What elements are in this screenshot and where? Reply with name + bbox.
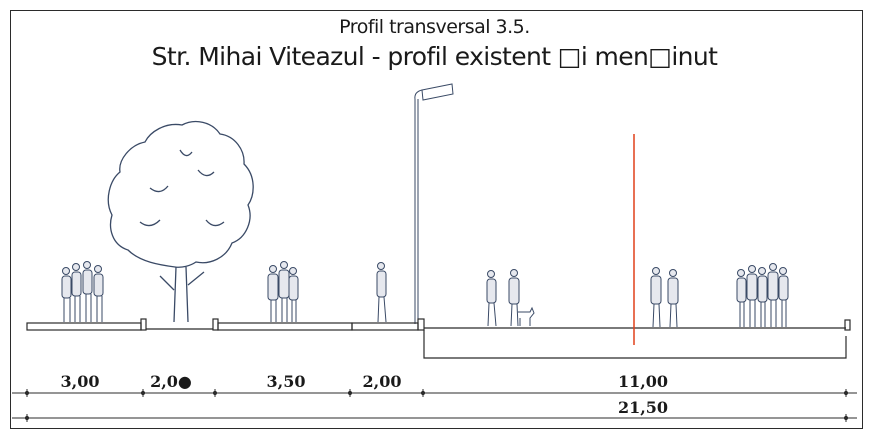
drawing-border — [10, 10, 863, 429]
sidewalk-middle — [217, 322, 353, 331]
dimension-lines — [12, 389, 857, 422]
drawing-subtitle: Str. Mihai Viteazul - profil existent □i… — [151, 42, 718, 71]
dimension-tick-dot — [347, 390, 353, 396]
ground-profile — [26, 318, 851, 359]
curb-green-right — [212, 318, 219, 331]
dimension-tick-dot — [140, 390, 146, 396]
tree — [107, 120, 254, 323]
dimension-tick-dot — [24, 390, 30, 396]
drawing-title: Profil transversal 3.5. — [339, 16, 530, 38]
sidewalk-left — [26, 322, 142, 331]
dimension-label-sidewalk-narrow: 2,00 — [362, 372, 402, 391]
curb-road — [417, 318, 425, 331]
dimension-label-roadway: 11,00 — [617, 372, 669, 391]
dimension-label-total: 21,50 — [617, 398, 669, 417]
pedestrian-group-right — [736, 263, 789, 327]
street-lamp — [414, 83, 454, 324]
pedestrian-group-middle — [267, 261, 299, 322]
dimension-tick-dot — [420, 390, 426, 396]
dimension-label-sidewalk-middle: 3,50 — [266, 372, 306, 391]
curb-road-right — [844, 319, 851, 331]
dimension-tick-dot — [212, 390, 218, 396]
pedestrian-single — [376, 262, 387, 323]
road-base — [423, 330, 847, 359]
dimension-tick-dot — [843, 390, 849, 396]
pedestrian-pair-right — [650, 267, 679, 328]
curb-left — [140, 318, 147, 331]
pedestrian-with-dog — [486, 269, 535, 327]
dimension-label-sidewalk-left: 3,00 — [60, 372, 100, 391]
sidewalk-narrow — [351, 322, 419, 331]
dimension-tick-dot — [843, 415, 849, 421]
pedestrian-group-left — [61, 261, 104, 322]
dimension-tick-dot — [24, 415, 30, 421]
dimension-label-green-strip: 2,0● — [150, 372, 192, 391]
